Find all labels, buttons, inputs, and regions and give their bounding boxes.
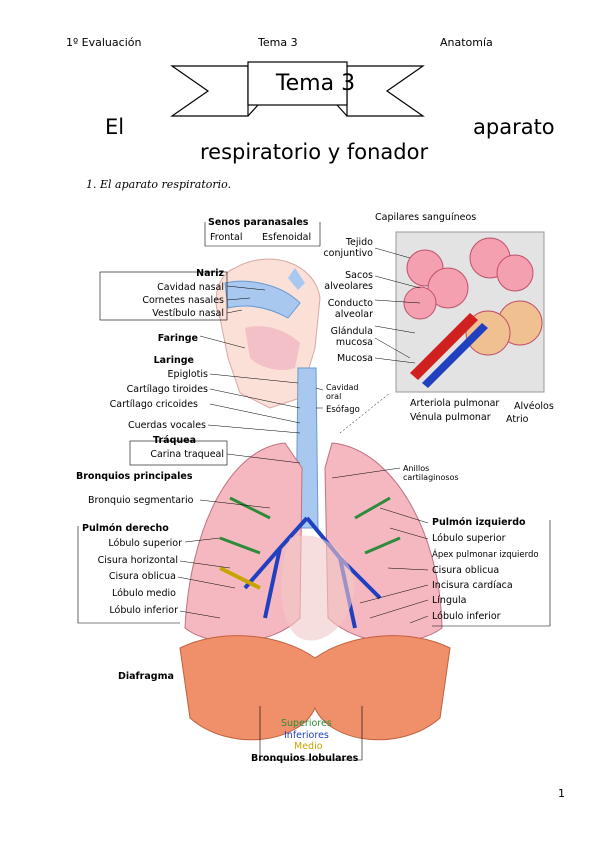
label-incisura-cardiaca: Incisura cardíaca [432, 580, 513, 591]
label-cuerdas-vocales: Cuerdas vocales [128, 420, 206, 431]
label-bronquios-principales: Bronquios principales [76, 471, 193, 482]
label-inferiores: Inferiores [284, 730, 329, 741]
label-apex-pulmonar: Ápex pulmonar izquierdo [432, 550, 539, 560]
label-nariz: Nariz [196, 268, 224, 279]
label-lobulo-medio: Lóbulo medio [111, 588, 176, 599]
label-carina-traqueal: Carina traqueal [150, 449, 224, 460]
label-cornetes-nasales: Cornetes nasales [142, 295, 224, 306]
label-frontal: Frontal [210, 232, 243, 243]
label-lobulo-superior-izquierdo: Lóbulo superior [432, 533, 506, 544]
label-tejido-conjuntivo: Tejido conjuntivo [323, 237, 373, 259]
respiratory-diagram: Senos paranasales Frontal Esfenoidal Nar… [70, 208, 570, 768]
section-heading: 1. El aparato respiratorio. [86, 178, 232, 191]
label-traquea: Tráquea [153, 435, 196, 446]
label-alveolos: Alvéolos [514, 401, 554, 412]
label-atrio: Atrio [506, 414, 529, 425]
label-anillos-cartilaginosos: Anillos cartilaginosos [403, 464, 459, 482]
label-lobulo-inferior-izquierdo: Lóbulo inferior [432, 611, 501, 622]
label-epiglotis: Epiglotis [167, 369, 208, 380]
label-bronquio-segmentario: Bronquio segmentario [88, 495, 194, 506]
page-number: 1 [558, 787, 565, 800]
header-evaluation: 1º Evaluación [66, 36, 142, 49]
label-mucosa: Mucosa [336, 353, 373, 364]
label-arteriola-pulmonar: Arteriola pulmonar [410, 398, 500, 409]
label-venula-pulmonar: Vénula pulmonar [410, 412, 491, 423]
respiratory-illustration [77, 222, 551, 761]
title-banner [170, 61, 425, 117]
alveoli-cluster-icon [403, 237, 543, 388]
label-glandula-mucosa: Glándula mucosa [330, 326, 373, 348]
label-lobulo-superior-derecho: Lóbulo superior [108, 538, 182, 549]
label-cisura-oblicua-izquierda: Cisura oblicua [432, 565, 500, 576]
label-esofago: Esófago [326, 405, 360, 415]
subtitle-word-el: El [105, 115, 125, 139]
label-sacos-alveolares: Sacos alveolares [324, 270, 373, 292]
label-cavidad-nasal: Cavidad nasal [157, 282, 224, 293]
label-senos-paranasales: Senos paranasales [208, 217, 309, 228]
banner-title: Tema 3 [275, 70, 356, 96]
label-capilares: Capilares sanguíneos [375, 212, 477, 223]
label-faringe: Faringe [157, 333, 198, 344]
label-cisura-horizontal: Cisura horizontal [97, 555, 178, 566]
label-lingula: Língula [432, 595, 467, 606]
label-cartilago-cricoides: Cartílago cricoides [109, 399, 198, 410]
label-vestibulo-nasal: Vestíbulo nasal [152, 308, 224, 319]
label-diafragma: Diafragma [118, 671, 174, 682]
label-bronquios-lobulares: Bronquios lobulares [251, 753, 359, 764]
label-superiores: Superiores [281, 718, 332, 729]
label-cartilago-tiroides: Cartílago tiroides [126, 384, 208, 395]
subtitle-word-aparato: aparato [473, 115, 555, 139]
label-cavidad-oral: Cavidad oral [326, 383, 359, 401]
subtitle-line2: respiratorio y fonador [200, 140, 429, 164]
label-medio: Medio [294, 741, 323, 752]
label-pulmon-izquierdo: Pulmón izquierdo [432, 517, 526, 528]
header-subject: Anatomía [440, 36, 493, 49]
label-esfenoidal: Esfenoidal [262, 232, 312, 243]
header-topic: Tema 3 [258, 36, 298, 49]
label-conducto-alveolar: Conducto alveolar [327, 298, 373, 320]
label-laringe: Laringe [153, 355, 194, 366]
label-lobulo-inferior-derecho: Lóbulo inferior [109, 605, 178, 616]
label-pulmon-derecho: Pulmón derecho [82, 523, 169, 534]
label-cisura-oblicua-derecha: Cisura oblicua [108, 571, 176, 582]
